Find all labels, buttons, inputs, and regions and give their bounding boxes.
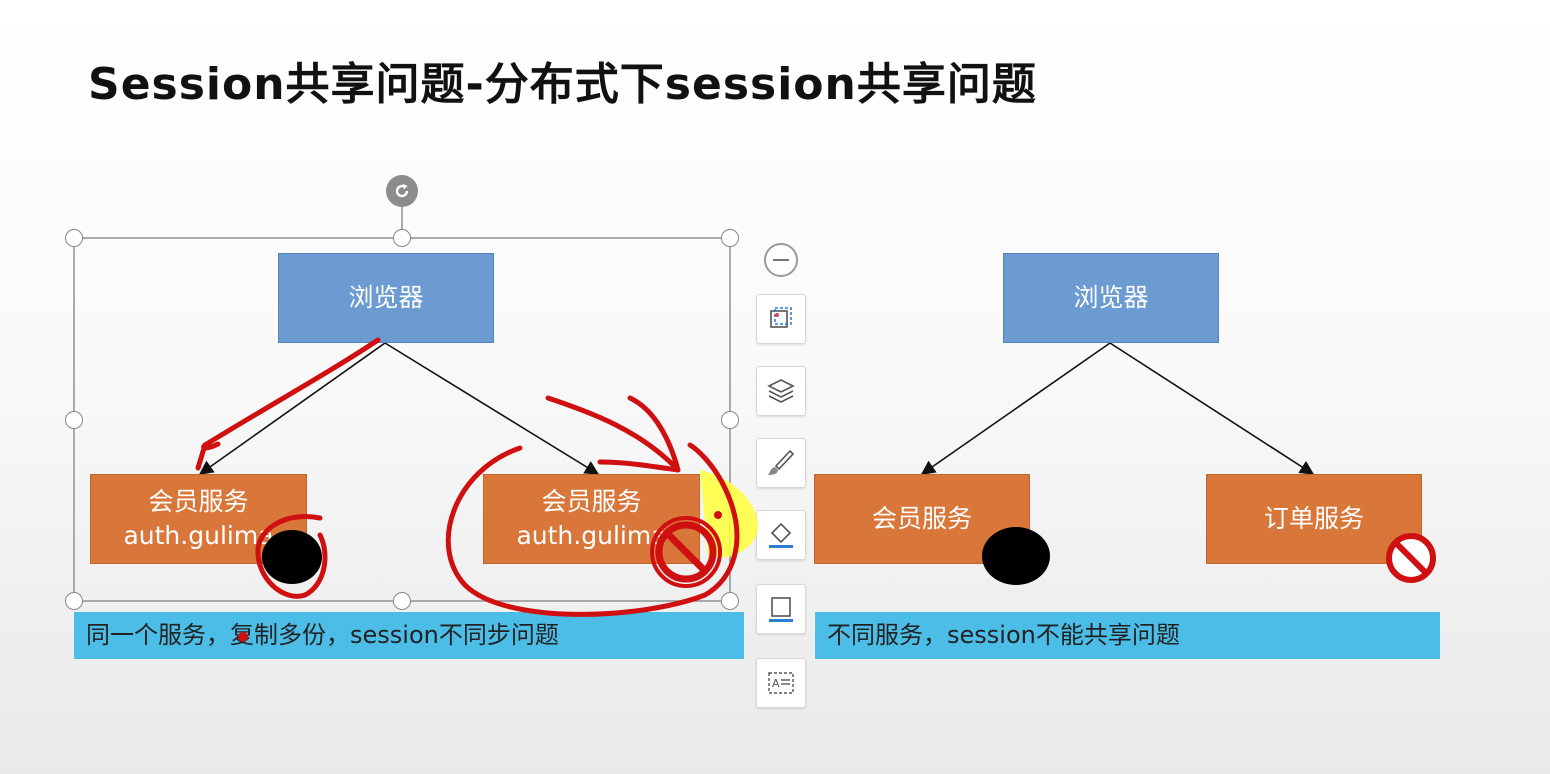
caption-right[interactable]: 不同服务，session不能共享问题 — [815, 612, 1440, 659]
resize-handle-se[interactable] — [721, 592, 739, 610]
connector-left-b — [384, 342, 600, 475]
service-name: 会员服务 — [148, 487, 249, 516]
resize-handle-n[interactable] — [393, 229, 411, 247]
text-frame-button[interactable]: A — [756, 658, 806, 708]
service-name: 订单服务 — [1263, 504, 1364, 533]
connector-left-a — [198, 342, 386, 475]
resize-handle-sw[interactable] — [65, 592, 83, 610]
resize-handle-e[interactable] — [721, 411, 739, 429]
fill-button[interactable] — [756, 510, 806, 560]
minus-circle-icon[interactable] — [764, 243, 798, 277]
layers-icon — [767, 379, 795, 403]
resize-handle-ne[interactable] — [721, 229, 739, 247]
service-name: 会员服务 — [541, 487, 642, 516]
browser-box-right[interactable]: 浏览器 — [1003, 253, 1219, 343]
caption-left[interactable]: 同一个服务，复制多份，session不同步问题 — [74, 612, 744, 659]
connector-right-b — [1109, 342, 1315, 475]
service-name: 会员服务 — [871, 504, 972, 533]
member-service-box-left-b[interactable]: 会员服务 auth.gulima — [483, 474, 700, 564]
svg-text:A: A — [772, 677, 780, 690]
rotate-icon — [395, 184, 409, 198]
crop-button[interactable] — [756, 294, 806, 344]
order-service-box-right[interactable]: 订单服务 — [1206, 474, 1422, 564]
layers-button[interactable] — [756, 366, 806, 416]
brush-icon — [768, 449, 795, 475]
connector-right-a — [920, 342, 1111, 475]
browser-box-left[interactable]: 浏览器 — [278, 253, 494, 343]
rotate-handle[interactable] — [386, 175, 418, 207]
service-domain: auth.gulima — [516, 521, 667, 550]
fill-bucket-icon — [769, 522, 793, 548]
member-service-box-right[interactable]: 会员服务 — [814, 474, 1030, 564]
resize-handle-w[interactable] — [65, 411, 83, 429]
browser-label-right: 浏览器 — [1073, 283, 1149, 312]
resize-handle-s[interactable] — [393, 592, 411, 610]
browser-label-left: 浏览器 — [348, 283, 424, 312]
service-domain: auth.gulima — [123, 521, 274, 550]
border-button[interactable] — [756, 584, 806, 634]
slide-title: Session共享问题-分布式下session共享问题 — [88, 59, 1037, 110]
resize-handle-nw[interactable] — [65, 229, 83, 247]
member-service-box-left-a[interactable]: 会员服务 auth.gulima — [90, 474, 307, 564]
brush-button[interactable] — [756, 438, 806, 488]
border-icon — [769, 597, 793, 622]
text-frame-icon: A — [768, 672, 794, 694]
crop-icon — [770, 307, 792, 328]
